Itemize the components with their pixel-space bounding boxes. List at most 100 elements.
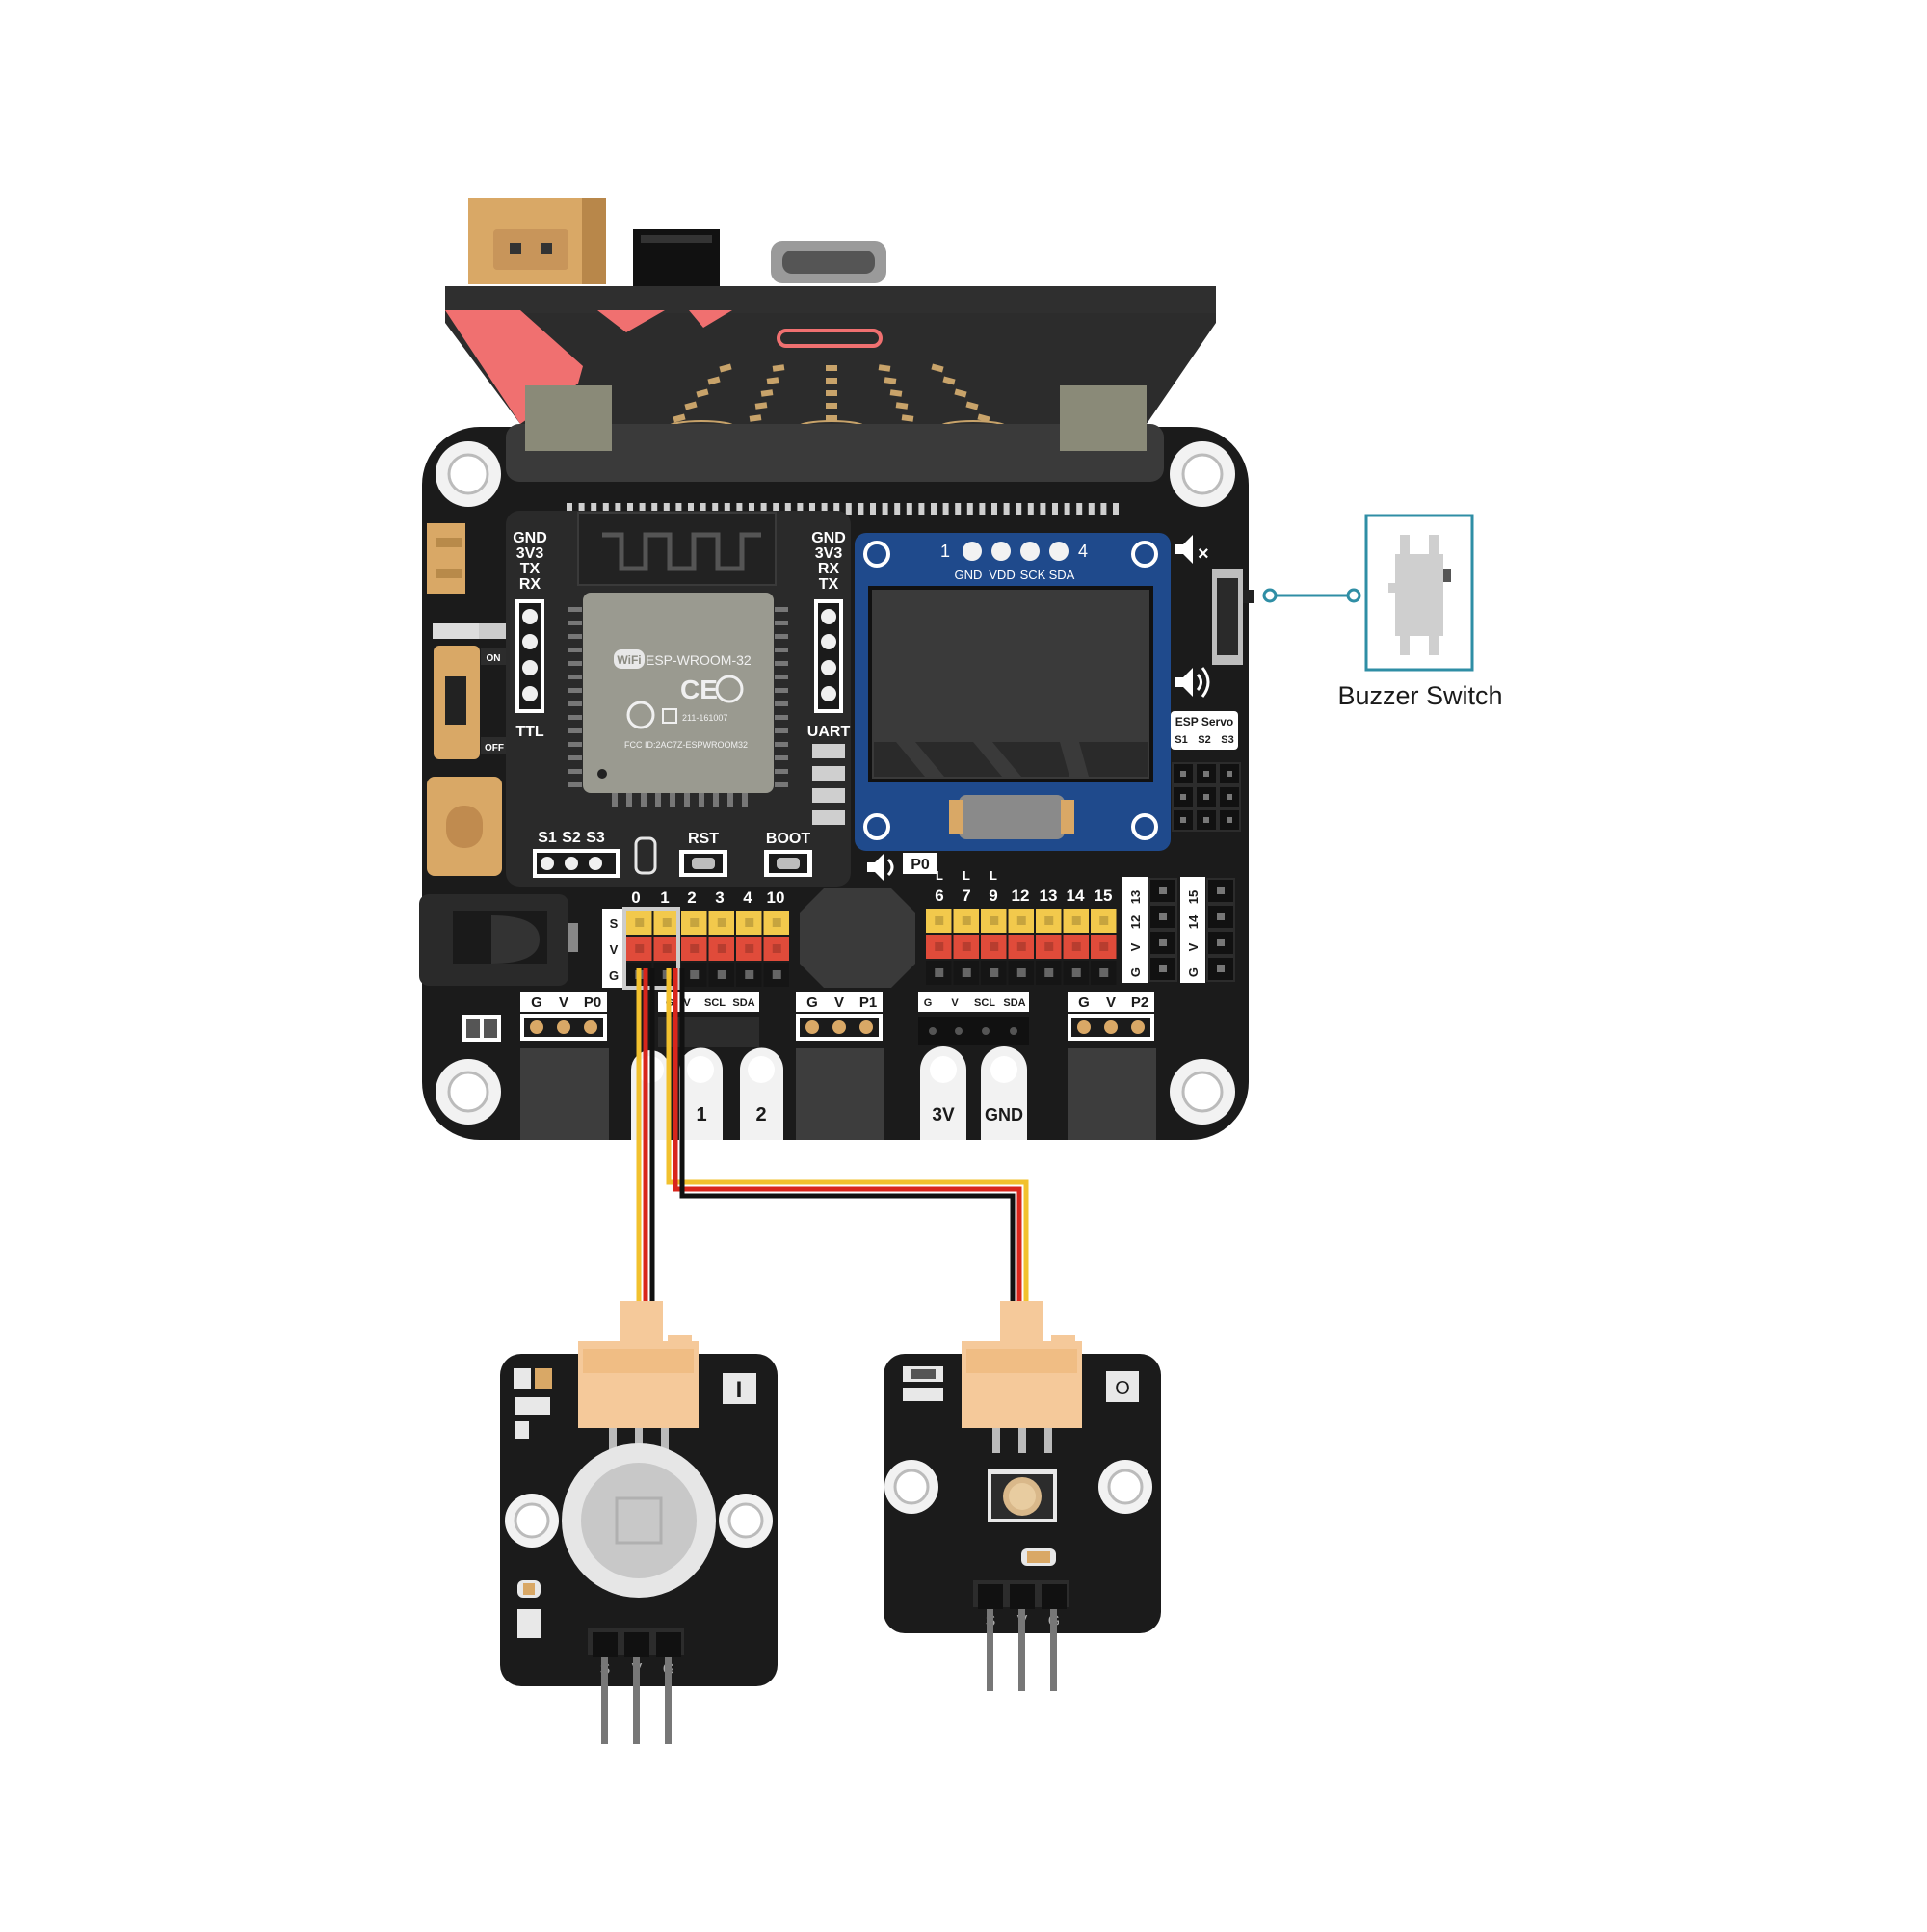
edge-tooth xyxy=(1016,503,1022,515)
header-pin xyxy=(763,911,789,935)
module-pin xyxy=(568,782,582,787)
microbit-led xyxy=(878,364,891,372)
microbit-led xyxy=(826,415,837,421)
microbit-led xyxy=(901,414,914,422)
edge-tooth xyxy=(1052,503,1058,515)
side-pin-dot xyxy=(1159,887,1167,894)
module-pin xyxy=(775,742,788,747)
switch-on-label: ON xyxy=(487,653,501,664)
header-pin xyxy=(1063,935,1089,959)
header-pin xyxy=(1091,935,1117,959)
edge-tooth xyxy=(760,503,767,515)
ttl-pin-label: TX xyxy=(520,561,541,577)
header-pin-dot xyxy=(772,918,781,927)
module-pin xyxy=(568,755,582,760)
module-pin xyxy=(775,755,788,760)
sensor-right: O S V G xyxy=(884,1301,1161,1691)
module-pin xyxy=(775,607,788,612)
microbit-usb-outline xyxy=(777,329,883,348)
mute-icon xyxy=(1175,535,1193,564)
pin-number: 12 xyxy=(1012,887,1030,905)
ce-mark: CE xyxy=(680,675,718,704)
header-pin-dot xyxy=(635,944,645,953)
pin-group-right: L L L 6 7 9 12 13 14 15 xyxy=(926,868,1117,985)
uart-label: UART xyxy=(807,724,851,740)
module-pin xyxy=(568,648,582,652)
side-label: G xyxy=(1186,967,1201,977)
edge-tooth xyxy=(1088,503,1095,515)
wire-red-right xyxy=(673,968,1022,1339)
header-pin-dot xyxy=(1099,942,1109,951)
microbit-led xyxy=(673,413,686,423)
edge-tooth xyxy=(639,503,646,515)
edge-tooth xyxy=(615,503,621,515)
pin-number: 14 xyxy=(1067,887,1085,905)
edge-tooth xyxy=(906,503,912,515)
oled-num-right: 4 xyxy=(1078,542,1088,561)
boot-label: BOOT xyxy=(766,831,810,847)
port-socket-p2 xyxy=(1068,1048,1156,1140)
header-pin-dot xyxy=(935,968,944,977)
module-pin xyxy=(713,793,719,807)
edge-tooth xyxy=(821,503,828,515)
header-pin-dot xyxy=(745,918,754,927)
microbit-led xyxy=(760,389,774,397)
header-pin-dot xyxy=(745,970,754,979)
port-label: G xyxy=(806,994,818,1011)
pin-number: 9 xyxy=(989,887,997,905)
pin-number: 0 xyxy=(631,888,640,907)
uart-pin-label: TX xyxy=(819,576,839,593)
header-pin xyxy=(736,937,762,961)
module-pin xyxy=(568,661,582,666)
module-pin xyxy=(670,793,675,807)
header-pin-dot xyxy=(662,918,672,927)
side-pin-dot xyxy=(1217,913,1225,920)
buzzer-switch-callout: Buzzer Switch xyxy=(1262,514,1503,710)
header-pin-dot xyxy=(1016,916,1026,925)
port-socket-p0 xyxy=(520,1048,609,1140)
microbit-led xyxy=(707,376,721,385)
edge-tooth xyxy=(955,503,962,515)
edge-tooth xyxy=(931,503,937,515)
module-pin xyxy=(568,621,582,625)
header-pin xyxy=(926,909,952,933)
module-pin xyxy=(655,793,661,807)
port-socket-p1 xyxy=(796,1048,884,1140)
header-pin-dot xyxy=(1044,916,1054,925)
module-pin xyxy=(775,769,788,774)
oled-num-left: 1 xyxy=(940,542,950,561)
edge-tooth xyxy=(979,503,986,515)
edge-tooth xyxy=(675,503,682,515)
side-pin-dot xyxy=(1217,939,1225,946)
microbit-led xyxy=(754,402,768,410)
header-pin-dot xyxy=(1071,916,1081,925)
pin-number: 3 xyxy=(715,888,724,907)
side-pin-dot xyxy=(1159,939,1167,946)
header-pin xyxy=(926,935,952,959)
module-pin xyxy=(775,648,788,652)
header-pin xyxy=(653,937,679,961)
microbit-led xyxy=(719,363,732,373)
edge-slot xyxy=(506,424,1164,482)
edge-tooth xyxy=(858,503,864,515)
l-mark: L xyxy=(963,868,970,883)
side-pin-dot xyxy=(1217,887,1225,894)
slot-clip-right xyxy=(1060,385,1147,451)
l-mark: L xyxy=(990,868,997,883)
edge-tooth xyxy=(773,503,779,515)
ttl-pin-label: RX xyxy=(519,576,541,593)
servo-pin-dot xyxy=(1227,771,1232,777)
pin-number: 7 xyxy=(962,887,970,905)
edge-tooth xyxy=(784,503,791,515)
esp-servo-pin-label: S2 xyxy=(1198,734,1210,746)
side-label: 14 xyxy=(1186,914,1201,929)
module-pin xyxy=(568,701,582,706)
servo-pin-dot xyxy=(1203,771,1209,777)
header-pin-dot xyxy=(1071,968,1081,977)
slot-clip-left xyxy=(525,385,612,451)
port-label: P2 xyxy=(1131,994,1148,1011)
edge-tooth xyxy=(688,503,694,515)
header-pin-dot xyxy=(935,916,944,925)
bottom-ports: G V P0 G V SCL SDA G V P1 xyxy=(462,992,1156,1140)
